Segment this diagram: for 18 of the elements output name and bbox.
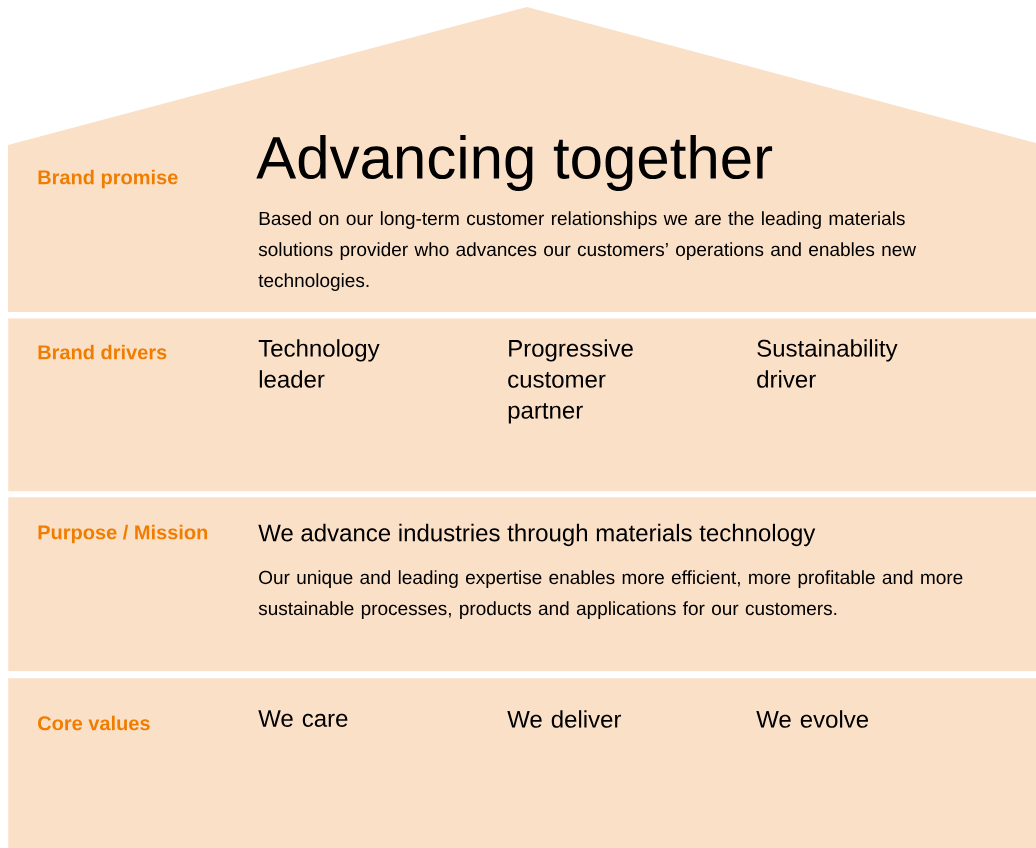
- description: Based on our long-term customer relationships we are the leading materials solutions provider who advances our customers’ operations and enables new technologies.: [258, 211, 917, 291]
- row-label: Brand drivers: [38, 344, 167, 360]
- row-label: Core values: [38, 715, 150, 731]
- headline: Advancing together: [256, 135, 773, 191]
- band: [8, 318, 1036, 492]
- band: [8, 497, 1036, 672]
- statement: We advance industries through materials technology: [258, 523, 816, 547]
- column-text: Sustainability driver: [757, 339, 898, 388]
- house-roof-band: [8, 7, 1036, 312]
- column-text: Progressive customer partner: [508, 339, 633, 424]
- column-text: We evolve: [756, 710, 869, 728]
- row-label: Brand promise: [38, 169, 178, 189]
- band: [8, 678, 1036, 848]
- column-text: We care: [258, 710, 348, 727]
- column-text: We deliver: [507, 710, 622, 728]
- row-label: Purpose / Mission: [38, 524, 208, 544]
- column-text: Technology leader: [258, 339, 380, 388]
- description: Our unique and leading expertise enables more efficient, more profitable and more sustainable processes, products and applications for our customers.: [258, 570, 963, 619]
